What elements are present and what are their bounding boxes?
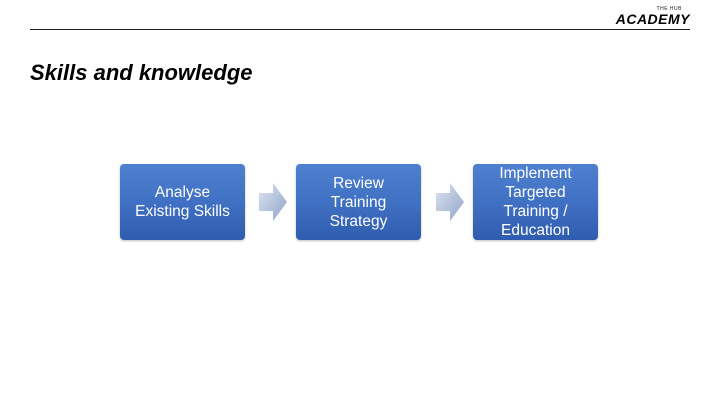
process-step-label: Review Training Strategy [329,174,388,230]
academy-logo: THE HUB ACADEMY [616,6,690,26]
logo-small-text: THE HUB [656,6,682,12]
logo-main-text: ACADEMY [615,11,690,27]
right-arrow-icon [436,183,464,221]
right-arrow-icon [259,183,287,221]
process-step-review: Review Training Strategy [296,164,421,240]
slide-title: Skills and knowledge [30,60,253,85]
process-step-label: Analyse Existing Skills [135,184,230,220]
header-divider [30,29,690,30]
process-step-analyse: Analyse Existing Skills [120,164,245,240]
process-step-label: Implement Targeted Training / Education [499,165,572,239]
process-step-implement: Implement Targeted Training / Education [473,164,598,240]
